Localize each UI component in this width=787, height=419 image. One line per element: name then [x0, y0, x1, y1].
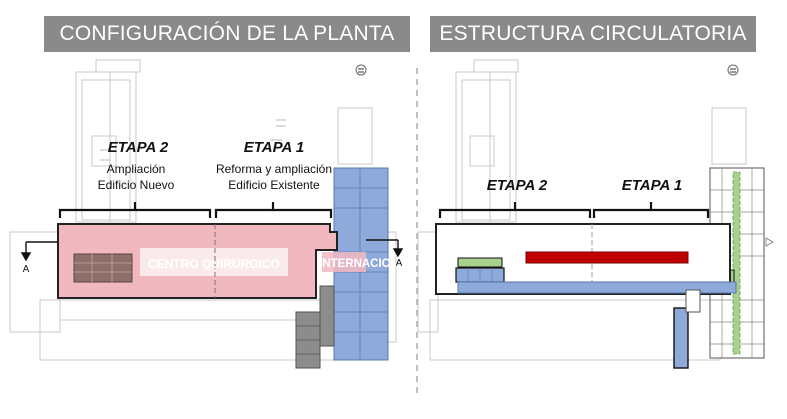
- north-arrow-icon: [727, 64, 739, 76]
- section-mark-right: A: [396, 258, 403, 269]
- section-mark-left: A: [23, 264, 30, 275]
- internment-zone-label: INTERNACION: [319, 258, 399, 270]
- right-stage1-label: ETAPA 1: [622, 177, 683, 194]
- left-stage2-line2: Edificio Nuevo: [98, 178, 175, 192]
- left-stage1-line1: Reforma y ampliación: [216, 162, 332, 176]
- left-panel-title: CONFIGURACIÓN DE LA PLANTA: [44, 16, 410, 52]
- right-stage2-label: ETAPA 2: [487, 177, 548, 194]
- surgery-zone-label: CENTRO QUIRURGICO: [148, 257, 280, 271]
- section-arrow-icon: [20, 239, 404, 262]
- service-block: [295, 285, 335, 369]
- left-stage2-line1: Ampliación: [107, 162, 166, 176]
- north-arrow-icon: [355, 64, 367, 76]
- right-floor-plan: ETAPA 2 ETAPA 1: [417, 59, 774, 369]
- vertical-circulation-blue: [673, 307, 689, 369]
- right-panel-title: ESTRUCTURA CIRCULATORIA: [430, 16, 756, 52]
- left-stage2-label: ETAPA 2: [108, 139, 169, 156]
- left-stage-braces: [58, 202, 333, 218]
- horizontal-circulation-blue: [457, 281, 737, 294]
- surgery-zone: [57, 223, 338, 299]
- green-circulation-block: [457, 257, 503, 268]
- left-floor-plan: CENTRO QUIRURGICO INTERNACION A A ETAPA …: [9, 59, 404, 369]
- right-stage-braces: [438, 202, 710, 218]
- left-stage1-line2: Edificio Existente: [228, 178, 320, 192]
- left-stage1-label: ETAPA 1: [244, 139, 305, 156]
- main-circulation-red: [525, 251, 689, 264]
